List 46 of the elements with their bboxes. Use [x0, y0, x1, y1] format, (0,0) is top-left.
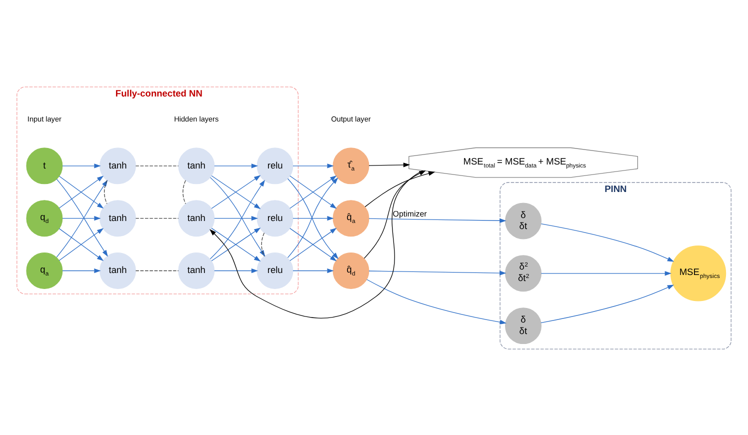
- node-circle: relu: [256, 147, 294, 184]
- arrow: [292, 268, 334, 273]
- connector: [135, 270, 179, 271]
- arrow: [540, 284, 674, 323]
- node-circle: δ δt: [505, 202, 542, 239]
- arrow: [62, 268, 101, 273]
- arrow: [214, 268, 258, 273]
- connector: [135, 165, 179, 166]
- arrow: [210, 170, 423, 318]
- node-circle: δ$^{2}$ δt$^{2}$: [505, 254, 542, 292]
- arrow: [211, 227, 261, 261]
- arrow: [368, 218, 506, 222]
- arrow: [58, 228, 104, 260]
- label: Hidden layers: [174, 114, 219, 123]
- arrow: [540, 223, 674, 262]
- arrow: [292, 216, 334, 220]
- node-circle: δ δt: [505, 307, 542, 344]
- arrow: [62, 163, 101, 168]
- node-circle: q$_{a}$: [26, 252, 63, 288]
- arrow: [364, 170, 436, 207]
- arrow: [364, 170, 426, 258]
- node-circle: q$_{d}$: [26, 200, 63, 236]
- arrow: [62, 216, 101, 220]
- connector: [182, 180, 186, 204]
- arrow: [368, 270, 506, 275]
- node-circle: MSE$_{physics}$: [670, 245, 726, 301]
- connector: [104, 180, 108, 204]
- node-circle: tanh: [100, 147, 136, 184]
- arrow: [214, 216, 258, 220]
- connector: [261, 232, 265, 256]
- node-circle: t: [26, 147, 63, 184]
- arrow: [290, 227, 337, 261]
- arrow: [540, 270, 672, 276]
- arrow: [292, 163, 334, 168]
- node-circle: relu: [256, 252, 294, 288]
- node-circle: tanh: [100, 252, 136, 288]
- node-circle: relu: [256, 200, 294, 236]
- node-circle: tanh: [178, 252, 215, 288]
- node-circle: tanh: [100, 200, 136, 236]
- label: Output layer: [331, 114, 371, 123]
- label: Input layer: [27, 114, 62, 123]
- arrow: [368, 162, 410, 167]
- arrow: [214, 163, 258, 168]
- arrow: [366, 278, 507, 324]
- node-circle: q̂$_{a}$: [332, 200, 370, 236]
- node-circle: tanh: [178, 147, 215, 184]
